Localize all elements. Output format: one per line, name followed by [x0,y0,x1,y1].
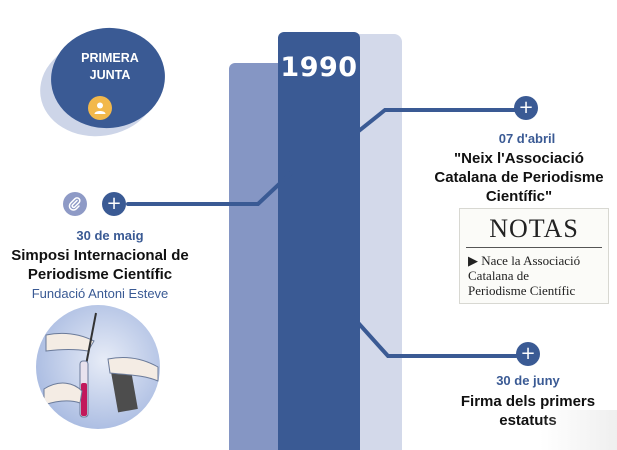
newspaper-clipping[interactable]: NOTAS ▶ Nace la Associació Catalana de P… [459,208,609,304]
symposium-illustration[interactable] [36,305,160,429]
event-bottom-right-title-line1: Firma dels primers [460,393,596,410]
clipping-body: ▶ Nace la Associació Catalana de Periodi… [468,253,608,298]
connector-bottom-right [350,314,518,358]
clipping-line2: Catalana de [468,268,529,283]
plus-icon[interactable]: + [102,192,126,216]
event-left-title-line2: Periodisme Científic [27,266,173,283]
hands-test-tube-image [43,312,159,418]
event-top-right-title-line2: Catalana de Periodisme [434,169,604,186]
event-left-date: 30 de maig [76,228,144,243]
year-label: 1990 [280,52,358,83]
first-board-label: PRIMERA JUNTA [60,50,160,84]
user-icon[interactable] [88,96,112,120]
paperclip-icon[interactable] [63,192,87,216]
clipping-divider [466,247,602,248]
first-board-label-line1: PRIMERA [81,51,139,65]
plus-icon[interactable]: + [514,96,538,120]
event-left-title-line1: Simposi Internacional de [11,247,189,264]
event-left-title: Simposi Internacional de Periodisme Cien… [2,246,198,284]
clipping-line3: Periodisme Científic [468,283,576,298]
timeline-bar-main [278,32,360,450]
user-icon-glyph [94,102,106,114]
event-left-subtitle: Fundació Antoni Esteve [31,286,169,301]
first-board-label-line2: JUNTA [89,68,131,82]
plus-icon[interactable]: + [516,342,540,366]
event-top-right-title-line3: Científic" [485,188,553,205]
event-top-right-date: 07 d'abril [498,131,556,146]
corner-shadow [540,410,617,450]
connector-left [126,170,294,206]
clipping-line1: ▶ Nace la Associació [468,253,581,268]
event-top-right-title-line1: "Neix l'Associació [454,150,584,167]
connector-top-right [348,108,518,140]
paperclip-glyph [68,197,81,211]
timeline-bar-right [356,34,402,450]
event-bottom-right-date: 30 de juny [496,373,560,388]
clipping-heading: NOTAS [489,214,579,243]
timeline-bar-left [229,63,281,450]
event-top-right-title: "Neix l'Associació Catalana de Periodism… [424,149,614,206]
